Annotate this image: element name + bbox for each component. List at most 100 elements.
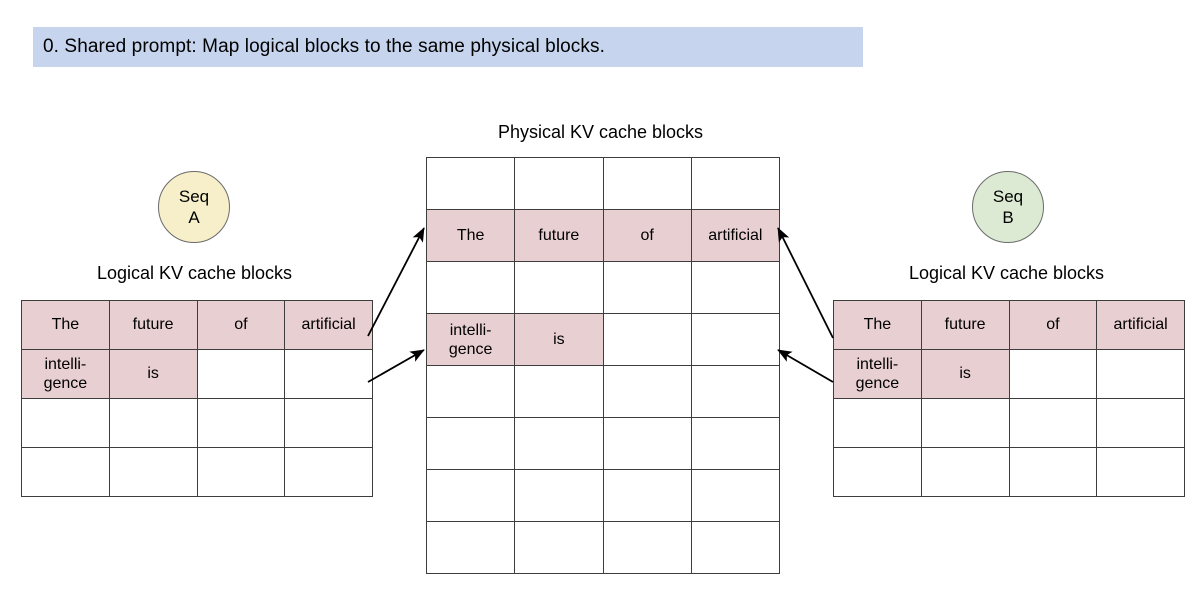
kv-cell-text: is — [553, 330, 565, 348]
kv-cell-text: of — [640, 226, 654, 244]
kv-cell-text: gence — [855, 375, 900, 392]
seq-b-label-line2: B — [1002, 208, 1014, 227]
kv-cell-token: intelli-gence — [425, 313, 516, 366]
kv-cell-empty — [1096, 398, 1185, 448]
kv-cell-empty — [284, 349, 373, 399]
kv-cell-text: is — [959, 365, 971, 382]
kv-cell-text: intelli- — [449, 321, 492, 339]
kv-cell-empty — [514, 365, 604, 418]
kv-cell-empty — [425, 261, 516, 314]
kv-cell-token: future — [514, 209, 604, 262]
kv-cell-text: The — [51, 316, 80, 333]
prompt-banner: 0. Shared prompt: Map logical blocks to … — [33, 27, 863, 67]
kv-cell-empty — [1008, 398, 1098, 448]
arrow-left-block1-to-physical-block3 — [367, 349, 425, 383]
kv-cell-text: artificial — [301, 316, 356, 333]
kv-cell-text: gence — [448, 340, 493, 358]
kv-cell-token: The — [21, 300, 110, 350]
arrow-right-block0-to-physical-block1 — [777, 227, 834, 339]
seq-a-badge: Seq A — [158, 171, 230, 243]
kv-cell-token: intelli-gence — [833, 349, 922, 399]
physical-table-caption: Physical KV cache blocks — [497, 122, 704, 142]
kv-cell-empty — [602, 417, 692, 470]
kv-table-row — [21, 447, 373, 497]
kv-cell-token: The — [425, 209, 516, 262]
kv-cell-token: artificial — [284, 300, 373, 350]
kv-cell-token: is — [108, 349, 198, 399]
kv-cell-empty — [425, 521, 516, 574]
kv-cell-empty — [833, 447, 922, 497]
kv-cell-empty — [1008, 349, 1098, 399]
kv-cell-empty — [514, 157, 604, 210]
kv-cell-token: The — [833, 300, 922, 350]
kv-table-row — [833, 447, 1185, 497]
kv-cell-text: future — [132, 316, 174, 333]
kv-cell-text: The — [863, 316, 892, 333]
kv-cell-token: of — [602, 209, 692, 262]
kv-cell-empty — [425, 365, 516, 418]
kv-cell-empty — [690, 417, 781, 470]
kv-table-row: intelli-gence is — [833, 349, 1185, 399]
kv-cell-empty — [920, 447, 1010, 497]
kv-cell-empty — [108, 398, 198, 448]
kv-cell-text: of — [234, 316, 248, 333]
kv-cell-empty — [920, 398, 1010, 448]
kv-table-row — [425, 521, 781, 574]
kv-cell-token: future — [920, 300, 1010, 350]
kv-cell-empty — [690, 521, 781, 574]
kv-cell-token: is — [514, 313, 604, 366]
arrow-left-block0-to-physical-block1 — [367, 227, 425, 337]
kv-cell-empty — [108, 447, 198, 497]
kv-cell-empty — [196, 349, 286, 399]
kv-cell-empty — [21, 398, 110, 448]
kv-cell-empty — [514, 521, 604, 574]
kv-table-row — [833, 398, 1185, 448]
kv-cell-token: artificial — [690, 209, 781, 262]
kv-cell-empty — [602, 313, 692, 366]
kv-cell-empty — [833, 398, 922, 448]
kv-cell-empty — [425, 417, 516, 470]
logical-kv-table-seq-a: The future of artificial intelli-gence is — [21, 300, 373, 497]
kv-table-row — [425, 157, 781, 210]
prompt-banner-text: 0. Shared prompt: Map logical blocks to … — [43, 36, 605, 57]
kv-cell-empty — [514, 469, 604, 522]
kv-cell-text: artificial — [708, 226, 763, 244]
kv-cell-token: of — [196, 300, 286, 350]
kv-cell-empty — [602, 521, 692, 574]
kv-cell-text: gence — [43, 375, 88, 392]
kv-cell-empty — [196, 447, 286, 497]
kv-table-row: intelli-gence is — [425, 313, 781, 366]
kv-table-row — [425, 365, 781, 418]
kv-table-row — [21, 398, 373, 448]
kv-cell-empty — [690, 261, 781, 314]
kv-cell-empty — [602, 157, 692, 210]
kv-cell-empty — [690, 313, 781, 366]
seq-b-badge: Seq B — [972, 171, 1044, 243]
logical-left-table-caption: Logical KV cache blocks — [96, 263, 293, 283]
kv-cell-empty — [690, 469, 781, 522]
seq-a-label-line2: A — [188, 208, 200, 227]
kv-cell-empty — [21, 447, 110, 497]
seq-a-label-line1: Seq — [178, 187, 210, 206]
arrow-right-block1-to-physical-block3 — [777, 349, 834, 383]
seq-b-label-line1: Seq — [992, 187, 1024, 206]
kv-cell-empty — [690, 365, 781, 418]
kv-cell-text: artificial — [1113, 316, 1168, 333]
kv-cell-text: future — [944, 316, 986, 333]
kv-cell-empty — [284, 398, 373, 448]
logical-kv-table-seq-b: The future of artificial intelli-gence is — [833, 300, 1185, 497]
kv-cell-empty — [196, 398, 286, 448]
kv-table-row: The future of artificial — [21, 300, 373, 350]
logical-right-table-caption: Logical KV cache blocks — [908, 263, 1105, 283]
kv-table-row — [425, 261, 781, 314]
kv-cell-empty — [602, 469, 692, 522]
kv-table-row: intelli-gence is — [21, 349, 373, 399]
kv-table-row — [425, 469, 781, 522]
kv-cell-text: intelli- — [44, 356, 87, 373]
kv-cell-empty — [1008, 447, 1098, 497]
kv-cell-empty — [1096, 447, 1185, 497]
kv-cell-empty — [602, 365, 692, 418]
kv-cell-text: of — [1046, 316, 1060, 333]
